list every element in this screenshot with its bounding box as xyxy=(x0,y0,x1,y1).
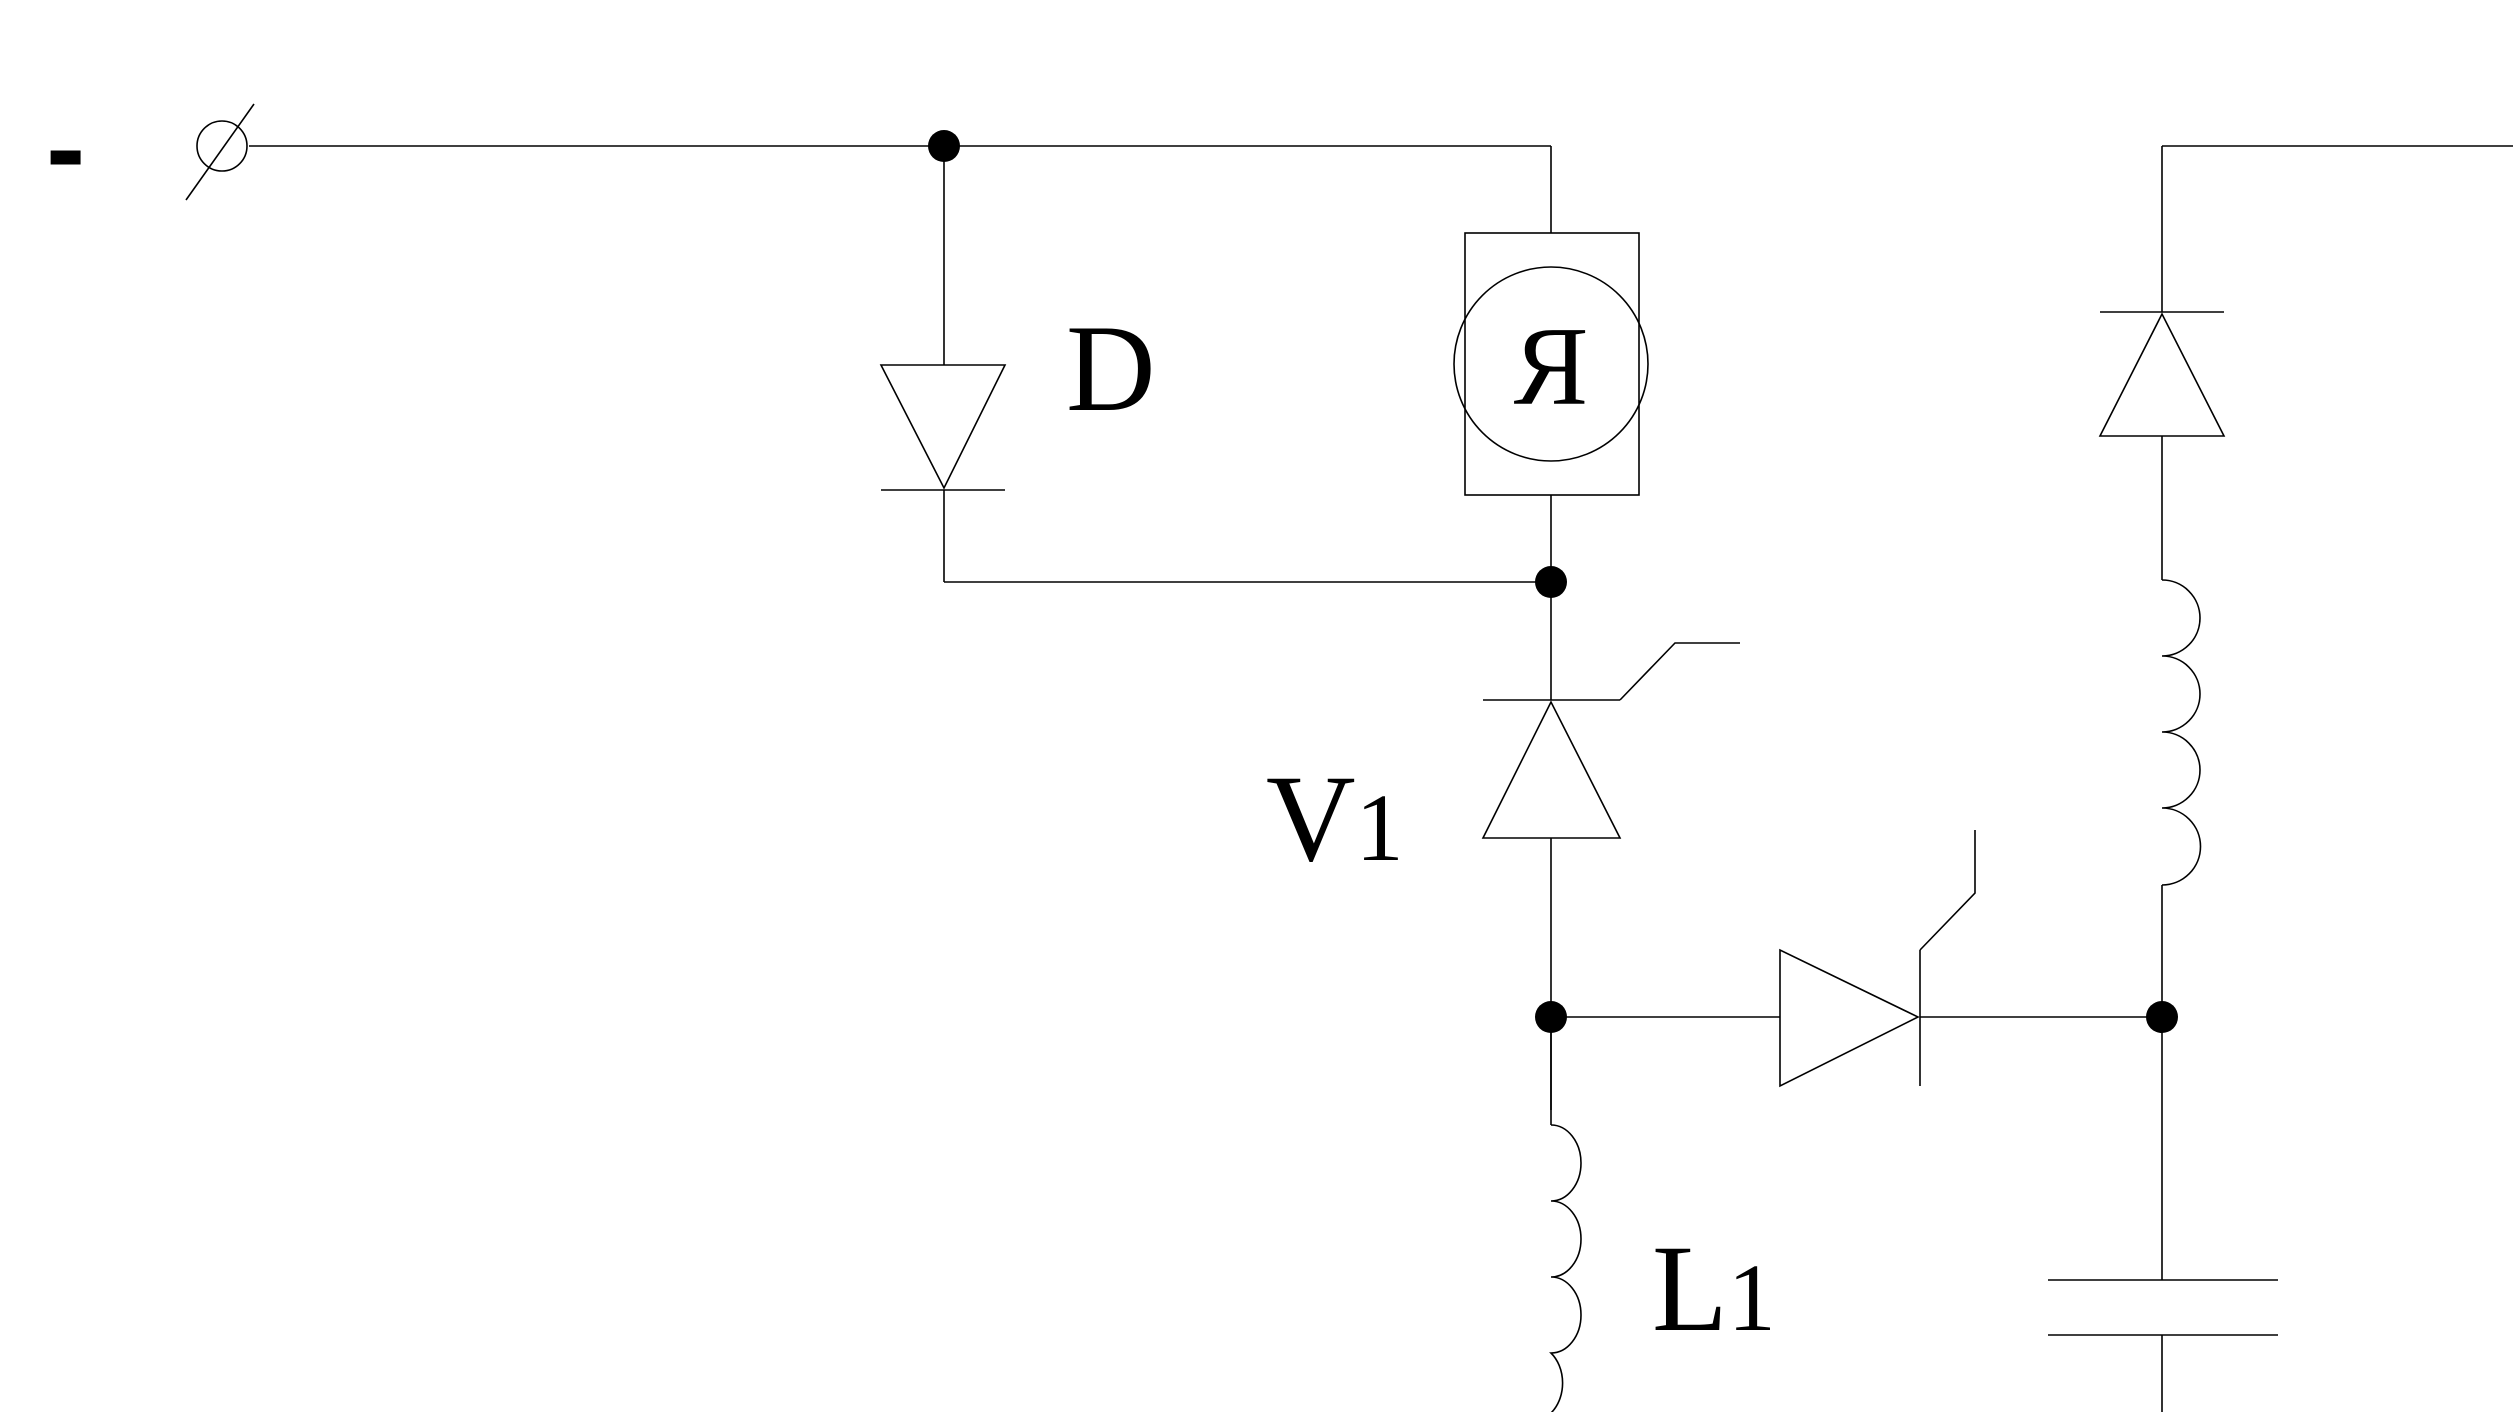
thyristor-v1-label: V1 xyxy=(1266,750,1404,887)
inductor-right xyxy=(2161,579,2202,886)
motor-label: Я xyxy=(1514,305,1589,429)
junctions xyxy=(928,130,2178,1033)
thyristor-horizontal-triangle-icon xyxy=(1779,948,1920,1088)
junction-node-motor-bottom xyxy=(1535,566,1567,598)
terminal-slash xyxy=(185,103,255,201)
inductor-l1-index: 1 xyxy=(1728,1244,1776,1351)
junction-node-middle-left xyxy=(1535,1001,1567,1033)
terminal-label: - xyxy=(46,82,85,214)
thyristor-v1: V1 xyxy=(1266,642,1740,887)
diode-right-triangle-icon xyxy=(2098,312,2226,437)
inductor-l1-label: L1 xyxy=(1652,1220,1776,1357)
thyristor-horizontal-gate xyxy=(1919,830,1976,951)
thyristor-v1-triangle-icon xyxy=(1481,700,1622,839)
terminal-circle-icon xyxy=(196,120,248,172)
junction-node-middle-right xyxy=(2146,1001,2178,1033)
diode-d: D xyxy=(879,300,1156,491)
thyristor-v1-letter: V xyxy=(1266,750,1356,887)
thyristor-horizontal xyxy=(1779,830,1976,1088)
inductor-right-coil-icon xyxy=(2161,579,2202,886)
diode-d-label: D xyxy=(1066,300,1156,437)
motor-circle-icon xyxy=(1453,266,1649,462)
inductor-l1-coil-icon xyxy=(1549,1124,1582,1412)
thyristor-v1-index: 1 xyxy=(1356,774,1404,881)
motor: Я xyxy=(1453,232,1649,496)
terminal-minus: - xyxy=(46,82,255,214)
inductor-l1: L1 xyxy=(1549,1124,1776,1412)
diode-right xyxy=(2098,311,2226,437)
inductor-l1-letter: L xyxy=(1652,1220,1728,1357)
junction-node-top xyxy=(928,130,960,162)
diode-d-triangle-icon xyxy=(879,364,1007,490)
motor-frame xyxy=(1464,232,1640,496)
thyristor-v1-gate xyxy=(1619,642,1740,701)
capacitor xyxy=(2048,1279,2278,1336)
